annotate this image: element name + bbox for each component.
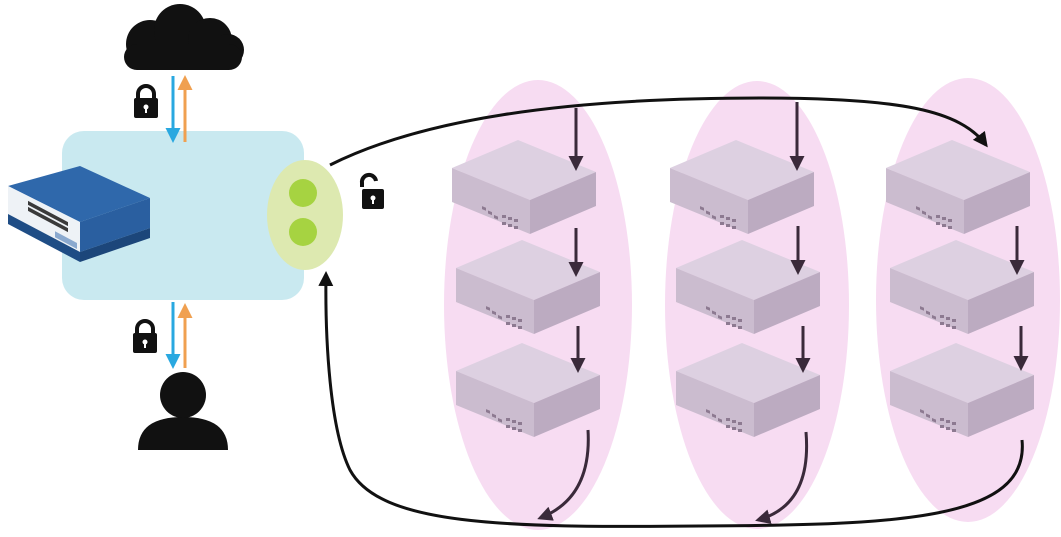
padlock-closed-icon-bottom [131, 319, 159, 355]
switch-stack-group-2 [670, 140, 820, 437]
outbound-loop-arrow [329, 96, 988, 167]
padlock-open-icon [359, 172, 384, 209]
user-link-arrows [165, 302, 193, 369]
return-loop-arrow [318, 271, 1024, 528]
switch-chain-arrows [568, 102, 1029, 373]
cloud-icon [124, 4, 244, 70]
group-exit-arrows [537, 429, 809, 525]
padlock-closed-icon-top [132, 84, 160, 120]
switch-stack-group-1 [452, 140, 600, 437]
switch-stack-group-3 [886, 140, 1034, 437]
port-halo [267, 160, 343, 270]
cloud-link-arrows [165, 75, 193, 143]
port-dot-bottom [289, 218, 317, 246]
firewall-appliance-icon [8, 166, 150, 262]
firewall-zone-box [62, 131, 304, 300]
port-dot-top [289, 179, 317, 207]
user-icon [138, 372, 228, 450]
